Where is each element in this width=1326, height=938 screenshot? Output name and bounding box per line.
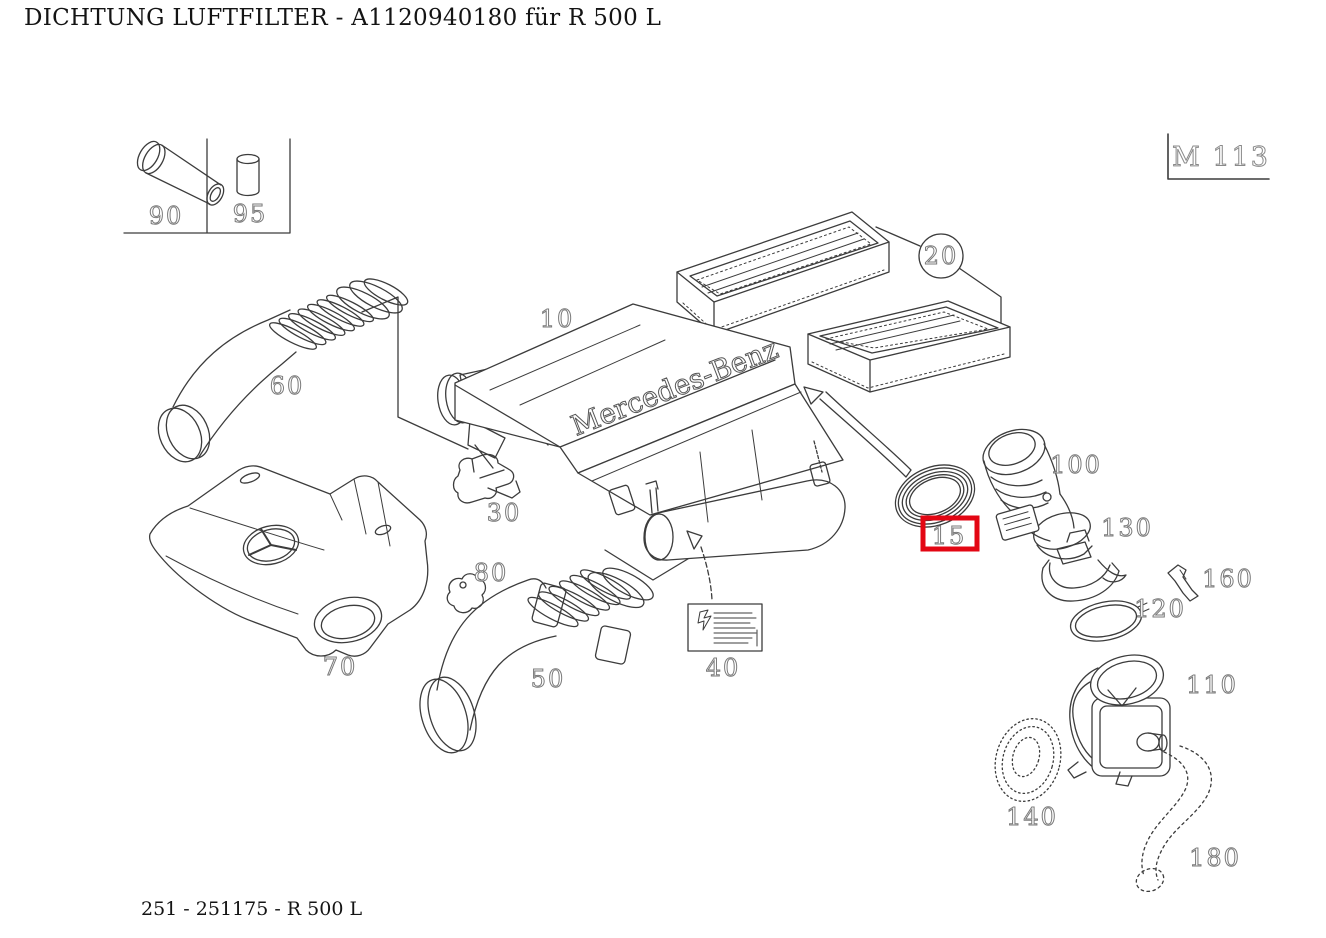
part-100-maf-sensor-drawing: [982, 428, 1093, 560]
part-180-hose-drawing: [1135, 745, 1213, 893]
callout-10[interactable]: 10: [539, 305, 575, 334]
callout-95[interactable]: 95: [232, 200, 268, 229]
callout-20[interactable]: 20: [923, 242, 959, 271]
leader-hose60-to-housing: [361, 296, 469, 450]
part-70-engine-cover-drawing: [148, 465, 429, 657]
part-30-clip-drawing: [452, 453, 521, 504]
part-20-filter-element-b-drawing: [807, 300, 1011, 393]
callout-30[interactable]: 30: [486, 499, 522, 528]
callout-15[interactable]: 15: [931, 522, 967, 551]
callout-20-circle[interactable]: [918, 233, 964, 279]
callout-180[interactable]: 180: [1189, 844, 1241, 873]
engine-code-box: [1167, 133, 1270, 180]
page-title: DICHTUNG LUFTFILTER - A1120940180 für R …: [24, 5, 662, 31]
callout-90[interactable]: 90: [148, 202, 184, 231]
callout-40[interactable]: 40: [705, 654, 741, 683]
engine-code-label[interactable]: M 113: [1172, 142, 1270, 174]
callout-50[interactable]: 50: [530, 665, 566, 694]
footer-group-code: 251 - 251175 - R 500 L: [141, 898, 363, 920]
callout-140[interactable]: 140: [1006, 803, 1058, 832]
part-110-air-duct-drawing: [1067, 654, 1171, 787]
part-60-intake-hose-drawing: [157, 278, 409, 463]
part-10-air-cleaner-housing-drawing: [437, 303, 846, 665]
part-20-filter-element-a-drawing: [676, 211, 890, 335]
seal-position-arrow: [803, 386, 912, 478]
callout-100[interactable]: 100: [1050, 451, 1102, 480]
selected-callout-highlight: [920, 515, 980, 552]
part-90-bushing-drawing: [136, 140, 225, 206]
part-120-clamp-ring-drawing: [1069, 600, 1150, 642]
leader-filterA-to-circle20: [875, 226, 921, 247]
callout-70[interactable]: 70: [322, 653, 358, 682]
callout-60[interactable]: 60: [269, 372, 305, 401]
callout-120[interactable]: 120: [1134, 595, 1186, 624]
part-95-pin-drawing: [236, 153, 260, 197]
part-160-bracket-drawing: [1167, 564, 1199, 602]
part-130-hose-clamp-drawing: [1041, 529, 1127, 602]
leader-circle20-to-filterB: [958, 267, 1002, 327]
callout-80[interactable]: 80: [473, 559, 509, 588]
fastener-table: [123, 138, 291, 234]
part-80-grommet-drawing: [446, 573, 487, 614]
warning-lightning-icon: [697, 609, 712, 631]
part-40-label-sticker-drawing: [686, 530, 763, 652]
callout-160[interactable]: 160: [1202, 565, 1254, 594]
callout-130[interactable]: 130: [1101, 514, 1153, 543]
part-140-ring-drawing: [994, 718, 1062, 802]
callout-110[interactable]: 110: [1186, 671, 1238, 700]
mercedes-star-icon: [242, 524, 300, 566]
part-50-intake-hose-drawing: [419, 567, 654, 754]
